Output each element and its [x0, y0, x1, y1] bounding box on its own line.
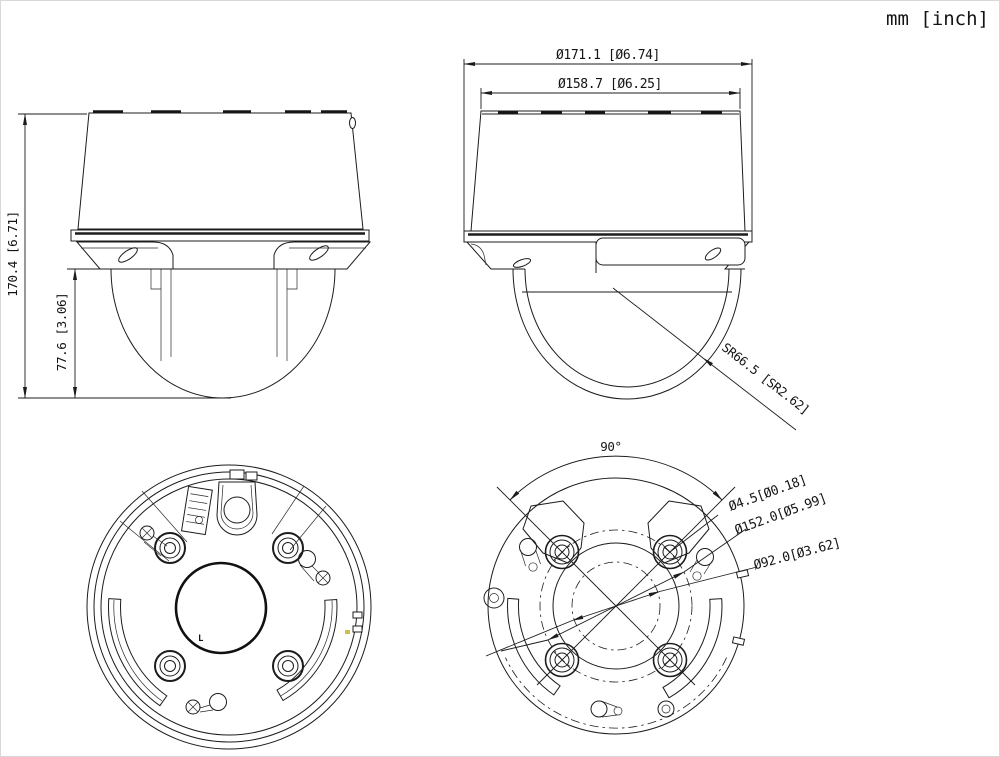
base-arc-slots — [108, 598, 338, 707]
dim-top-diameter-label: Ø158.7 [Ø6.25] — [558, 77, 662, 92]
base-side-latch — [345, 611, 363, 634]
base-center-opening — [174, 561, 268, 655]
base-cable-entry — [180, 469, 258, 536]
bolt-dashed-circle — [539, 529, 693, 683]
side-view-body — [70, 110, 370, 242]
mount-pattern-view: 90° Ø4.5[Ø0.18] Ø152.0[Ø5.99] Ø92.0[Ø3.6… — [483, 439, 842, 735]
dim-sphere-radius-label: SR66.5 [SR2.62] — [719, 340, 812, 418]
mount-screw-holes — [544, 534, 688, 678]
base-bottom-view: L — [86, 464, 372, 750]
mount-arc-slots — [507, 597, 723, 699]
front-view: Ø171.1 [Ø6.74] Ø158.7 [Ø6.25] — [463, 48, 813, 431]
dim-outer-diameter-label: Ø171.1 [Ø6.74] — [556, 48, 660, 63]
units-label: mm [inch] — [886, 8, 989, 30]
base-grommets — [154, 532, 304, 682]
front-view-sr-dimension: SR66.5 [SR2.62] — [612, 287, 813, 431]
dim-dome-height-label: 77.6 [3.06] — [54, 293, 69, 371]
dim-total-height-label: 170.4 [6.71] — [5, 211, 20, 297]
side-view-brackets — [75, 241, 372, 270]
front-view-brackets — [466, 237, 750, 273]
base-top-clip — [229, 469, 245, 480]
base-wedge-cuts — [119, 485, 327, 562]
dim-inner-circle-label: Ø92.0[Ø3.62] — [752, 536, 842, 574]
base-mark: L — [198, 634, 204, 644]
front-view-dome — [512, 268, 742, 400]
front-plate — [595, 237, 746, 266]
front-view-body — [463, 110, 753, 243]
center-radials — [496, 486, 736, 686]
front-view-dimensions-top: Ø171.1 [Ø6.74] Ø158.7 [Ø6.25] — [463, 48, 753, 231]
side-top-latch — [349, 117, 356, 129]
side-view: 170.4 [6.71] 77.6 [3.06] — [5, 110, 372, 399]
mount-wing-cutouts — [522, 500, 710, 564]
base-keyholes-screws — [139, 525, 331, 715]
inner-dashed-circle — [571, 561, 661, 651]
dim-angle-label: 90° — [600, 439, 621, 454]
mount-keyholes — [483, 538, 714, 718]
latch-marker — [345, 630, 350, 634]
side-view-dimensions: 170.4 [6.71] 77.6 [3.06] — [5, 113, 231, 399]
mount-angle-dimension: 90° — [509, 439, 723, 501]
side-view-dome — [100, 268, 347, 399]
